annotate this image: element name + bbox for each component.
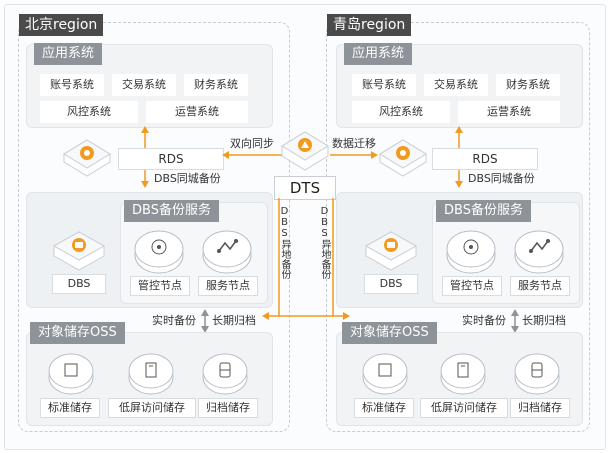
rds-bar-qingdao: RDS <box>432 148 538 170</box>
standard-storage-icon-beijing <box>48 353 94 395</box>
app-risk-beijing: 风控系统 <box>40 101 138 123</box>
arrow-up-app-qingdao <box>455 126 463 148</box>
control-node-icon-beijing <box>134 230 184 274</box>
region-beijing <box>18 22 290 432</box>
low-freq-storage-icon-qingdao <box>440 353 486 395</box>
node-service-qingdao: 服务节点 <box>510 276 570 296</box>
region-tag-qingdao: 青岛region <box>327 14 412 36</box>
app-system-title-qingdao: 应用系统 <box>344 43 413 65</box>
dts-offsite-lines <box>278 198 334 317</box>
low-freq-storage-icon-beijing <box>128 353 174 395</box>
dts-label: DTS <box>274 176 336 200</box>
app-account-qingdao: 账号系统 <box>352 74 416 96</box>
data-migration-label: 数据迁移 <box>332 137 376 150</box>
long-term-archive-label-beijing: 长期归档 <box>212 314 256 327</box>
arrow-down-dbs-beijing <box>141 170 149 188</box>
dbs-label-beijing: DBS <box>52 274 106 294</box>
storage-low-freq-qingdao: 低屏访问储存 <box>420 398 508 418</box>
app-finance-qingdao: 财务系统 <box>496 74 560 96</box>
app-ops-qingdao: 运营系统 <box>458 101 560 123</box>
standard-storage-icon-qingdao <box>362 353 408 395</box>
archive-storage-icon-beijing <box>202 353 248 395</box>
region-tag-beijing: 北京region <box>19 14 104 36</box>
dbs-icon-beijing <box>52 231 106 271</box>
node-control-qingdao: 管控节点 <box>442 276 502 296</box>
storage-low-freq-beijing: 低屏访问储存 <box>108 398 196 418</box>
rds-icon-beijing <box>63 139 111 177</box>
node-service-beijing: 服务节点 <box>198 276 258 296</box>
offsite-backup-label-left: DBS异地备份 <box>279 206 290 279</box>
app-account-beijing: 账号系统 <box>40 74 104 96</box>
oss-title-qingdao: 对象储存OSS <box>342 322 437 344</box>
dbs-service-title-beijing: DBS备份服务 <box>124 200 219 222</box>
storage-standard-qingdao: 标准储存 <box>354 398 414 418</box>
dbs-icon-qingdao <box>364 231 418 271</box>
sync-arrow-left <box>222 151 282 159</box>
oss-title-beijing: 对象储存OSS <box>30 322 125 344</box>
arrow-updown-beijing <box>201 309 209 333</box>
realtime-backup-label-beijing: 实时备份 <box>152 314 196 327</box>
arrow-updown-qingdao <box>511 309 519 333</box>
service-node-icon-beijing <box>202 230 252 274</box>
archive-arrow-to-beijing <box>262 312 280 320</box>
region-qingdao <box>326 22 590 432</box>
realtime-backup-label-qingdao: 实时备份 <box>462 314 506 327</box>
node-control-beijing: 管控节点 <box>130 276 190 296</box>
storage-archive-qingdao: 归档储存 <box>510 398 570 418</box>
app-risk-qingdao: 风控系统 <box>352 101 450 123</box>
app-trade-qingdao: 交易系统 <box>424 74 488 96</box>
arrow-down-dbs-qingdao <box>455 170 463 188</box>
storage-archive-beijing: 归档储存 <box>198 398 258 418</box>
app-trade-beijing: 交易系统 <box>112 74 176 96</box>
rds-icon-qingdao <box>379 139 427 177</box>
bidirectional-sync-label: 双向同步 <box>230 137 274 150</box>
app-finance-beijing: 财务系统 <box>184 74 248 96</box>
rds-bar-beijing: RDS <box>118 148 224 170</box>
app-ops-beijing: 运营系统 <box>146 101 248 123</box>
dbs-same-city-label-beijing: DBS同城备份 <box>154 172 221 185</box>
dbs-same-city-label-qingdao: DBS同城备份 <box>468 172 535 185</box>
archive-arrow-to-qingdao <box>332 312 350 320</box>
storage-standard-beijing: 标准储存 <box>40 398 100 418</box>
arrow-up-app-beijing <box>141 126 149 148</box>
control-node-icon-qingdao <box>446 230 496 274</box>
dbs-label-qingdao: DBS <box>364 274 418 294</box>
app-system-title-beijing: 应用系统 <box>34 43 103 65</box>
archive-storage-icon-qingdao <box>514 353 560 395</box>
dts-icon <box>281 131 329 171</box>
migrate-arrow-right <box>330 151 378 159</box>
long-term-archive-label-qingdao: 长期归档 <box>522 314 566 327</box>
offsite-backup-label-right: DBS异地备份 <box>319 206 330 279</box>
dbs-service-title-qingdao: DBS备份服务 <box>436 200 531 222</box>
service-node-icon-qingdao <box>514 230 564 274</box>
